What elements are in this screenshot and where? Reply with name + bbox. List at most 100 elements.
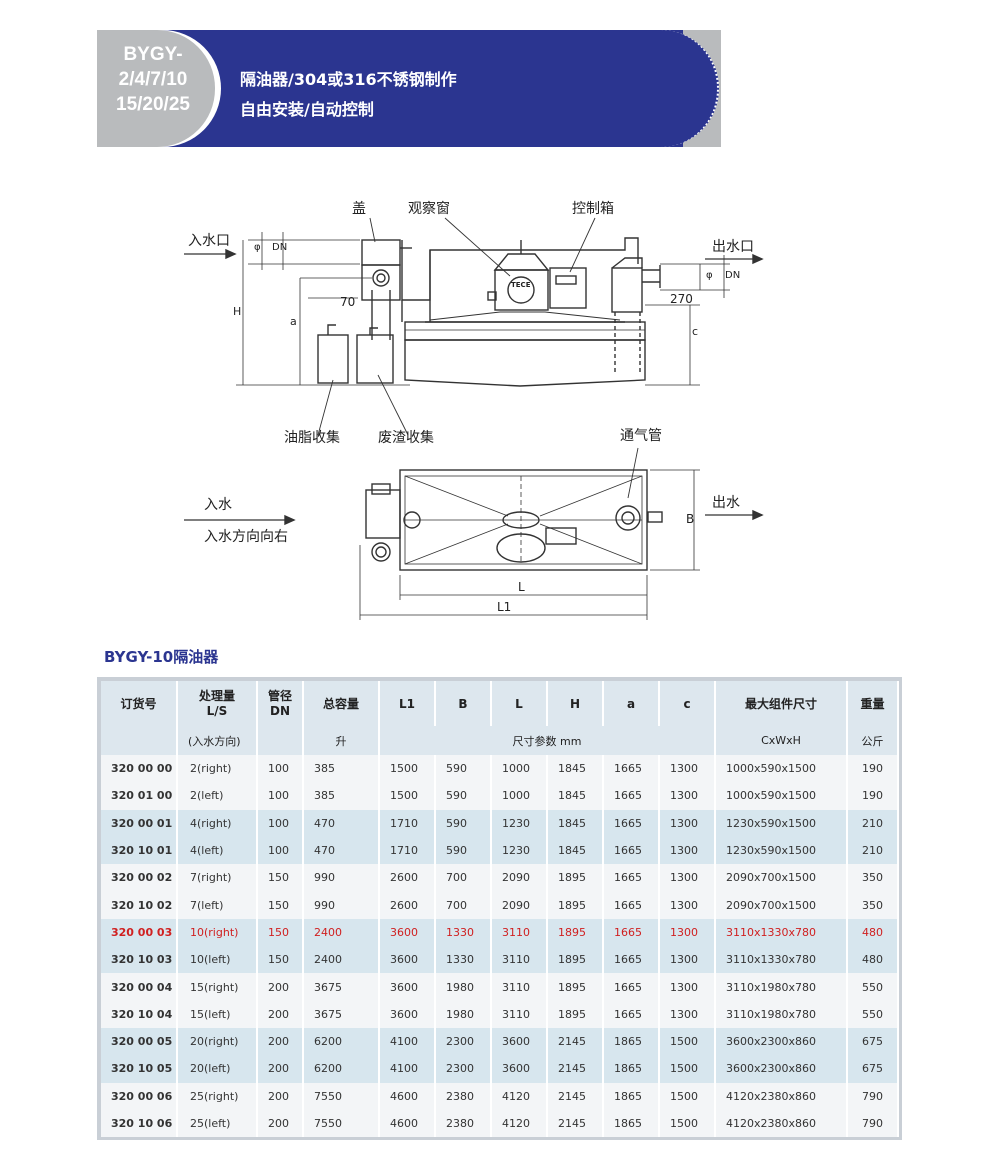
cell-weight: 350 bbox=[847, 864, 899, 892]
cell-dn: 150 bbox=[257, 891, 304, 919]
subheader-weight: 公斤 bbox=[847, 726, 899, 755]
cell-volume: 6200 bbox=[303, 1055, 380, 1083]
header-a: a bbox=[603, 681, 660, 726]
grease-container bbox=[317, 334, 349, 384]
cell-weight: 210 bbox=[847, 836, 899, 865]
cell-L1: 1500 bbox=[379, 755, 436, 783]
lid-box bbox=[361, 239, 401, 266]
header-c: c bbox=[659, 681, 716, 726]
cell-dn: 100 bbox=[257, 755, 304, 783]
cell-weight: 675 bbox=[847, 1055, 899, 1083]
label-inlet: 入水 bbox=[204, 497, 232, 513]
cell-dn: 100 bbox=[257, 809, 304, 837]
header-flow: 处理量 L/S bbox=[177, 681, 258, 726]
cell-a: 1665 bbox=[603, 973, 660, 1001]
cell-L: 4120 bbox=[491, 1082, 548, 1110]
cell-H: 2145 bbox=[547, 1109, 604, 1138]
cell-max-size: 1230x590x1500 bbox=[715, 836, 848, 865]
table-title: BYGY-10隔油器 bbox=[104, 648, 219, 666]
observation-window bbox=[494, 269, 549, 311]
cell-L1: 3600 bbox=[379, 1000, 436, 1028]
cell-volume: 7550 bbox=[303, 1082, 380, 1110]
cell-flow: 7(left) bbox=[177, 891, 258, 919]
subheader-size: CxWxH bbox=[715, 726, 848, 755]
cell-flow: 25(left) bbox=[177, 1109, 258, 1138]
waste-container bbox=[356, 334, 394, 384]
banner-subtitle-1: 隔油器/304或316不锈钢制作 bbox=[240, 70, 457, 89]
cell-L: 1230 bbox=[491, 809, 548, 837]
cell-flow: 25(right) bbox=[177, 1082, 258, 1110]
cell-max-size: 3110x1330x780 bbox=[715, 918, 848, 947]
header-H: H bbox=[547, 681, 604, 726]
cell-max-size: 2090x700x1500 bbox=[715, 891, 848, 919]
cell-c: 1300 bbox=[659, 946, 716, 974]
cell-H: 1895 bbox=[547, 1000, 604, 1028]
cell-L1: 3600 bbox=[379, 918, 436, 947]
cell-order-no: 320 00 04 bbox=[101, 973, 178, 1001]
cell-volume: 470 bbox=[303, 836, 380, 865]
cell-B: 590 bbox=[435, 836, 492, 865]
cell-L1: 1710 bbox=[379, 836, 436, 865]
cell-order-no: 320 10 03 bbox=[101, 946, 178, 974]
cell-c: 1300 bbox=[659, 864, 716, 892]
cell-order-no: 320 00 03 bbox=[101, 918, 178, 947]
cell-B: 1980 bbox=[435, 973, 492, 1001]
label-observation-window: 观察窗 bbox=[408, 201, 450, 217]
header-B: B bbox=[435, 681, 492, 726]
cell-H: 1845 bbox=[547, 755, 604, 783]
banner-subtitle-2: 自由安装/自动控制 bbox=[240, 100, 374, 119]
cell-H: 1895 bbox=[547, 973, 604, 1001]
cell-volume: 470 bbox=[303, 809, 380, 837]
cell-H: 2145 bbox=[547, 1055, 604, 1083]
cell-H: 2145 bbox=[547, 1082, 604, 1110]
cell-order-no: 320 01 00 bbox=[101, 782, 178, 810]
cell-L: 2090 bbox=[491, 891, 548, 919]
spec-table-frame: 订货号 处理量 L/S 管径 DN 总容量 L1 B L H a c 最大组件尺… bbox=[97, 677, 902, 1140]
cell-order-no: 320 00 05 bbox=[101, 1027, 178, 1056]
cell-max-size: 4120x2380x860 bbox=[715, 1082, 848, 1110]
cell-c: 1300 bbox=[659, 1000, 716, 1028]
cell-B: 700 bbox=[435, 864, 492, 892]
dim-c: c bbox=[692, 325, 699, 338]
cell-H: 1895 bbox=[547, 918, 604, 947]
cell-volume: 3675 bbox=[303, 1000, 380, 1028]
cell-dn: 200 bbox=[257, 973, 304, 1001]
cell-L: 1000 bbox=[491, 755, 548, 783]
cell-L: 3110 bbox=[491, 946, 548, 974]
window-cap bbox=[493, 253, 550, 271]
cell-order-no: 320 10 06 bbox=[101, 1109, 178, 1138]
header-banner: BYGY- 2/4/7/10 15/20/25 隔油器/304或316不锈钢制作… bbox=[97, 30, 721, 147]
cell-flow: 15(right) bbox=[177, 973, 258, 1001]
cell-a: 1665 bbox=[603, 946, 660, 974]
technical-drawing: 盖 观察窗 控制箱 入水口 出水口 油脂收集 废渣收集 通气管 入水 入水方向向… bbox=[0, 180, 1000, 630]
cell-L: 3600 bbox=[491, 1027, 548, 1056]
label-vent-pipe: 通气管 bbox=[620, 428, 662, 444]
banner-model-text: BYGY- 2/4/7/10 15/20/25 bbox=[97, 42, 209, 117]
cell-L1: 2600 bbox=[379, 864, 436, 892]
cell-L1: 2600 bbox=[379, 891, 436, 919]
header-max-size: 最大组件尺寸 bbox=[715, 681, 848, 726]
cell-max-size: 4120x2380x860 bbox=[715, 1109, 848, 1138]
subheader-flow: (入水方向) bbox=[177, 726, 258, 755]
cell-c: 1300 bbox=[659, 755, 716, 783]
table-header-row: 订货号 处理量 L/S 管径 DN 总容量 L1 B L H a c 最大组件尺… bbox=[101, 681, 899, 726]
cell-L1: 3600 bbox=[379, 946, 436, 974]
dim-L1: L1 bbox=[497, 600, 512, 614]
outlet-riser bbox=[611, 267, 643, 313]
cell-max-size: 2090x700x1500 bbox=[715, 864, 848, 892]
cell-order-no: 320 10 04 bbox=[101, 1000, 178, 1028]
model-line-3: 15/20/25 bbox=[116, 94, 190, 115]
cell-flow: 2(left) bbox=[177, 782, 258, 810]
cell-L1: 3600 bbox=[379, 973, 436, 1001]
cell-B: 1330 bbox=[435, 946, 492, 974]
cell-a: 1865 bbox=[603, 1082, 660, 1110]
tank-rim bbox=[404, 321, 646, 341]
cell-L: 3600 bbox=[491, 1055, 548, 1083]
tank-upper-frame bbox=[401, 237, 639, 301]
cell-flow: 10(right) bbox=[177, 918, 258, 947]
